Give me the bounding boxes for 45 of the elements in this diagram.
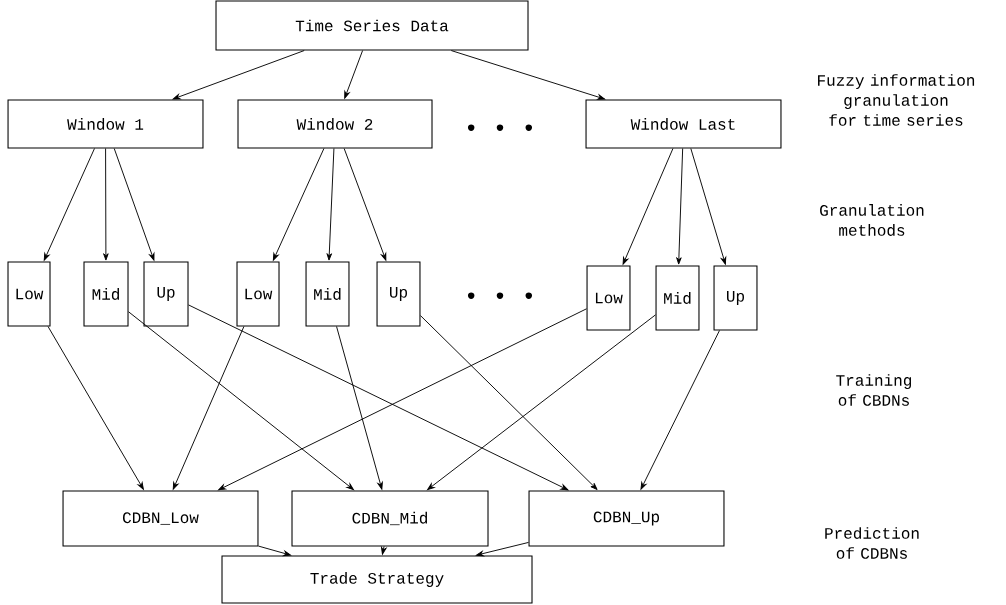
arrow [258, 545, 291, 557]
process-box: Mid [83, 261, 129, 327]
arrow [344, 50, 364, 99]
process-box: Up [376, 261, 421, 327]
process-box: Window 2 [237, 99, 433, 149]
process-box: Window 1 [7, 99, 204, 149]
arrow [343, 148, 387, 261]
arrow [113, 148, 155, 261]
arrow [427, 314, 656, 491]
arrow [381, 546, 387, 555]
arrow [103, 148, 109, 261]
arrow [690, 148, 727, 265]
arrow [336, 326, 383, 490]
arrow [420, 315, 598, 490]
arrow [476, 541, 529, 557]
arrow [450, 50, 606, 100]
process-box: Window Last [585, 99, 782, 149]
process-box: Mid [655, 265, 700, 331]
process-box: Up [713, 265, 758, 331]
arrow [676, 148, 684, 265]
stage-label: Training of CBDNs [836, 374, 912, 406]
arrow [272, 148, 325, 261]
process-box: Mid [305, 261, 350, 327]
arrow [172, 326, 245, 490]
ellipsis: • • • [467, 124, 533, 131]
arrow [128, 311, 354, 491]
arrow [43, 148, 95, 261]
arrow [172, 50, 305, 100]
stage-label: Prediction of CDBNs [825, 527, 919, 559]
arrow [326, 148, 335, 261]
process-box: Low [586, 265, 631, 331]
process-box: Up [143, 261, 189, 327]
arrow [622, 148, 674, 265]
process-box: Time Series Data [215, 0, 529, 51]
stage-label: Granulation methods [820, 204, 924, 236]
process-box: Trade Strategy [221, 555, 533, 604]
arrow [47, 326, 144, 490]
process-box: Low [7, 261, 51, 327]
process-box: CDBN_Up [528, 490, 725, 547]
process-box: Low [236, 261, 280, 327]
process-box: CDBN_Low [62, 490, 259, 547]
process-box: CDBN_Mid [291, 490, 489, 547]
arrow [640, 330, 720, 490]
ellipsis: • • • [467, 292, 533, 299]
stage-label: Fuzzy information granulation for time series [818, 74, 975, 126]
